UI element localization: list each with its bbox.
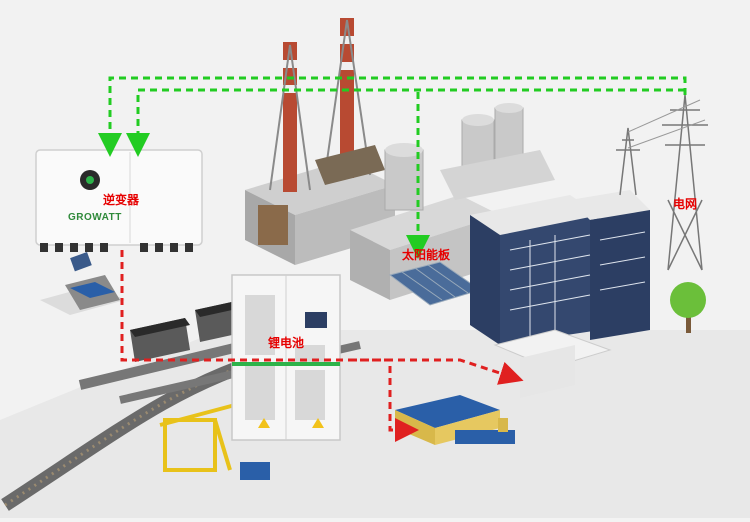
- gantry-crane: [159, 403, 236, 472]
- grid-flow-path: [98, 76, 687, 259]
- solar-house: [40, 252, 125, 315]
- office-building: [470, 190, 650, 398]
- machine: [240, 462, 270, 480]
- solar-panel-label: 太阳能板: [402, 248, 451, 262]
- tree: [670, 282, 706, 333]
- battery-flow-path: [120, 250, 524, 442]
- inverter-label: 逆变器: [103, 193, 140, 207]
- chimney-plant: [245, 18, 395, 265]
- inverter-brand-logo: GROWATT: [68, 212, 122, 223]
- inverter-device: [35, 149, 203, 252]
- grid-label: 电网: [673, 197, 698, 211]
- battery-cabinet: [231, 274, 341, 441]
- solar-roof: [388, 261, 482, 306]
- battery-label: 锂电池: [268, 336, 305, 350]
